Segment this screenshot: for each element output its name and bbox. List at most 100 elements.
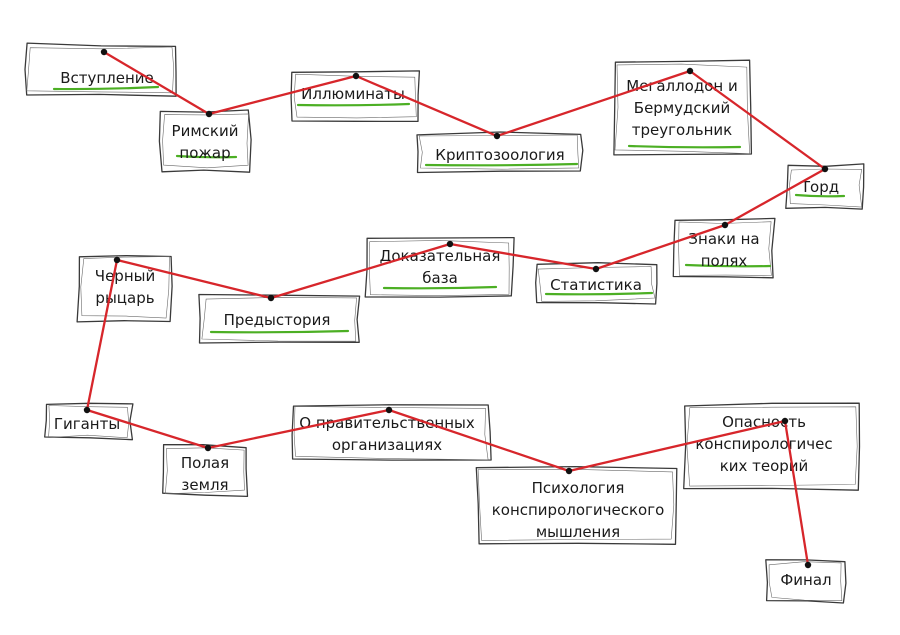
topic-box-inner-border xyxy=(368,240,510,297)
path-node-intro xyxy=(100,48,108,56)
path-node-psychology xyxy=(565,467,573,475)
topic-box-giants: Гиганты xyxy=(44,402,134,441)
topic-box-evidence: Доказательная база xyxy=(364,236,515,298)
topic-underline xyxy=(794,193,846,198)
topic-box-border xyxy=(24,42,177,97)
topic-box-border xyxy=(76,254,173,323)
topic-box-statistics: Статистика xyxy=(535,262,658,305)
topic-label-line: треугольник xyxy=(632,121,732,139)
topic-box-border xyxy=(291,404,492,461)
topic-label-line: земля xyxy=(181,476,228,494)
topic-label-line: Опасность xyxy=(722,413,806,431)
path-node-rome-fire xyxy=(205,110,213,118)
topic-underline xyxy=(424,162,579,167)
topic-label-line: конспирологического xyxy=(492,501,665,519)
topic-label-line: Бермудский xyxy=(634,99,730,117)
topic-label-intro: Вступление xyxy=(60,69,154,87)
topic-box-inner-border xyxy=(678,221,772,276)
topic-underline xyxy=(684,263,772,268)
topic-label-line: конспирологичес xyxy=(695,435,832,453)
topic-box-inner-border xyxy=(48,405,130,439)
topic-box-inner-border xyxy=(162,113,249,169)
path-node-black-knight xyxy=(113,256,121,264)
topic-label-crop-signs: Знаки на полях xyxy=(688,230,759,270)
path-node-gov-orgs xyxy=(385,406,393,414)
topic-box-inner-border xyxy=(418,134,580,170)
topic-box-cryptozoology: Криптозоология xyxy=(416,131,584,174)
topic-label-psychology: Психология конспирологического мышления xyxy=(492,479,665,541)
path-node-layer xyxy=(83,48,829,569)
topic-label-line: Доказательная xyxy=(380,247,501,265)
topic-box-inner-border xyxy=(614,63,751,155)
topic-box-inner-border xyxy=(768,561,843,602)
topic-label-line: Полая xyxy=(181,454,229,472)
topic-label-line: Торд xyxy=(800,178,839,196)
topic-label-line: полях xyxy=(701,252,748,270)
topic-box-inner-border xyxy=(201,296,357,342)
topic-label-line: Криптозоология xyxy=(435,146,564,164)
topic-label-statistics: Статистика xyxy=(550,276,642,294)
topic-box-border xyxy=(364,236,515,298)
topic-label-line: мышления xyxy=(536,523,620,541)
path-node-crop-signs xyxy=(721,221,729,229)
topic-box-hollow-earth: Полая земля xyxy=(162,444,249,498)
topic-underline xyxy=(627,144,742,149)
topic-underline xyxy=(296,102,411,107)
topic-underline xyxy=(544,291,654,296)
topic-underline xyxy=(175,154,238,159)
topic-label-line: Статистика xyxy=(550,276,642,294)
topic-label-line: Римский xyxy=(172,122,239,140)
topic-label-cryptozoology: Криптозоология xyxy=(435,146,564,164)
topic-box-tord: Торд xyxy=(785,163,865,210)
topic-label-line: ких теорий xyxy=(720,457,809,475)
path-node-giants xyxy=(83,406,91,414)
topic-label-line: Мегаллодон и xyxy=(626,77,737,95)
topic-box-border xyxy=(765,559,847,604)
topic-box-border xyxy=(785,163,865,210)
topic-box-prehistory: Предыстория xyxy=(198,293,361,344)
topic-label-prehistory: Предыстория xyxy=(224,311,331,329)
topic-box-intro: Вступление xyxy=(24,42,177,97)
topic-label-giants: Гиганты xyxy=(54,415,120,433)
path-node-illuminati xyxy=(352,72,360,80)
topic-underline xyxy=(382,285,498,290)
topic-label-line: организациях xyxy=(332,436,442,454)
topic-box-inner-border xyxy=(789,168,863,208)
topic-box-border xyxy=(683,402,861,491)
topic-label-line: Черный xyxy=(95,267,155,285)
topic-label-line: Знаки на xyxy=(688,230,759,248)
topic-box-inner-border xyxy=(293,406,489,461)
topic-box-psychology: Психология конспирологического мышления xyxy=(475,465,678,545)
topic-label-final: Финал xyxy=(780,571,831,589)
topic-label-line: Психология xyxy=(532,479,625,497)
path-node-evidence xyxy=(446,240,454,248)
topic-box-inner-border xyxy=(293,73,417,119)
topic-box-inner-border xyxy=(80,256,170,319)
topic-label-line: Вступление xyxy=(60,69,154,87)
topic-box-border xyxy=(44,402,134,441)
topic-box-border xyxy=(158,109,252,173)
topic-label-line: база xyxy=(422,269,458,287)
topic-label-line: Финал xyxy=(780,571,831,589)
topic-label-evidence: Доказательная база xyxy=(380,247,501,287)
topic-underline xyxy=(52,85,160,91)
path-node-tord xyxy=(821,165,829,173)
path-node-megalodon xyxy=(686,67,694,75)
topic-label-line: Гиганты xyxy=(54,415,120,433)
topic-box-border xyxy=(416,131,584,174)
topic-box-danger: Опасность конспирологичес ких теорий xyxy=(683,402,861,491)
topic-box-inner-border xyxy=(537,266,656,302)
path-node-final xyxy=(804,561,812,569)
path-node-danger xyxy=(781,417,789,425)
path-node-prehistory xyxy=(267,294,275,302)
topic-box-border xyxy=(475,465,678,545)
topic-box-final: Финал xyxy=(765,559,847,604)
path-node-statistics xyxy=(592,265,600,273)
